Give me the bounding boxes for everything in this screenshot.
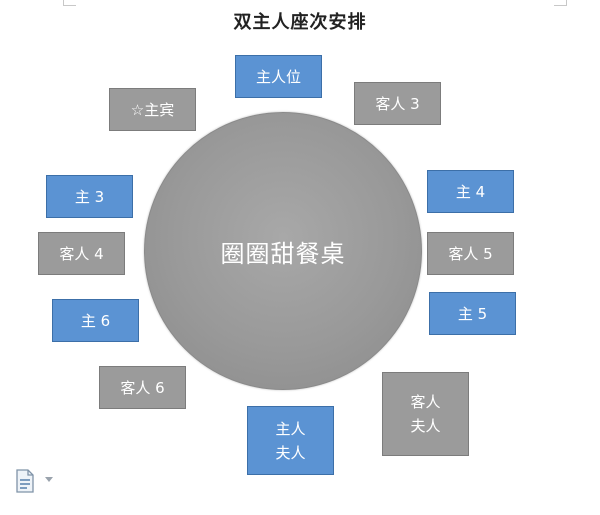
seat-guest-wife: 客人夫人 xyxy=(382,372,469,456)
seat-label: 客人 xyxy=(410,393,441,411)
diagram-title: 双主人座次安排 xyxy=(233,12,367,33)
seat-guest-6: 客人 6 xyxy=(99,366,186,409)
seat-label: 主 5 xyxy=(457,304,488,323)
seat-label: 客人 3 xyxy=(375,94,420,113)
seat-host-seat: 主人位 xyxy=(235,55,322,98)
document-icon[interactable] xyxy=(14,468,36,494)
page-corner-mark-right xyxy=(554,0,567,6)
seat-label: 主人位 xyxy=(255,67,301,86)
seat-label: 客人 4 xyxy=(59,244,104,263)
seat-label: 客人 6 xyxy=(120,378,165,397)
seat-host-5: 主 5 xyxy=(429,292,516,335)
seat-honored-guest: ☆主宾 xyxy=(109,88,196,131)
seat-label: 客人 5 xyxy=(448,244,493,263)
seat-host-3: 主 3 xyxy=(46,175,133,218)
seat-label: 主 6 xyxy=(80,311,111,330)
seat-host-6: 主 6 xyxy=(52,299,139,342)
seat-label: 主 3 xyxy=(74,187,105,206)
seat-label: 主 4 xyxy=(455,182,486,201)
seat-label: 夫人 xyxy=(410,417,441,435)
dining-table: 圈圈甜餐桌 xyxy=(144,112,422,390)
seat-guest-5: 客人 5 xyxy=(427,232,514,275)
seat-host-wife: 主人夫人 xyxy=(247,406,334,475)
dropdown-arrow-icon[interactable] xyxy=(45,477,53,482)
page-corner-mark-left xyxy=(63,0,76,6)
seat-label: 主人 xyxy=(275,419,306,438)
seat-label: ☆主宾 xyxy=(130,100,175,119)
seat-label: 夫人 xyxy=(275,443,306,462)
seat-host-4: 主 4 xyxy=(427,170,514,213)
seat-guest-3: 客人 3 xyxy=(354,82,441,125)
seat-guest-4: 客人 4 xyxy=(38,232,125,275)
table-label: 圈圈甜餐桌 xyxy=(220,239,346,268)
